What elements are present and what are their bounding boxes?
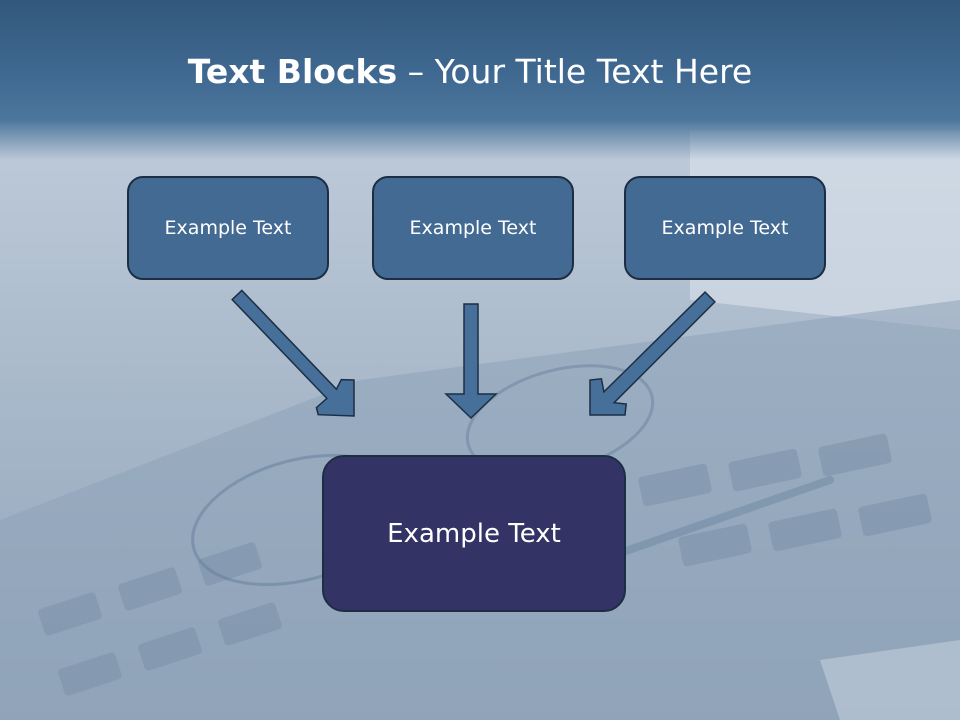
text-block-3[interactable]: Example Text <box>624 176 826 280</box>
arrow-down-icon <box>444 303 498 420</box>
text-block-2-label: Example Text <box>409 217 537 239</box>
text-block-2[interactable]: Example Text <box>372 176 574 280</box>
text-block-3-label: Example Text <box>661 217 789 239</box>
title-rest: Your Title Text Here <box>434 52 753 91</box>
arrow-down-right-icon <box>231 289 355 417</box>
main-text-block-label: Example Text <box>387 518 561 549</box>
main-text-block[interactable]: Example Text <box>322 455 626 612</box>
arrow-down-left-icon <box>589 291 716 416</box>
text-block-1[interactable]: Example Text <box>127 176 329 280</box>
header-band <box>0 0 960 160</box>
title-dash: – <box>397 52 435 91</box>
title-bold-part: Text Blocks <box>187 52 398 91</box>
slide-title: Text Blocks – Your Title Text Here <box>0 52 940 91</box>
text-block-1-label: Example Text <box>164 217 292 239</box>
